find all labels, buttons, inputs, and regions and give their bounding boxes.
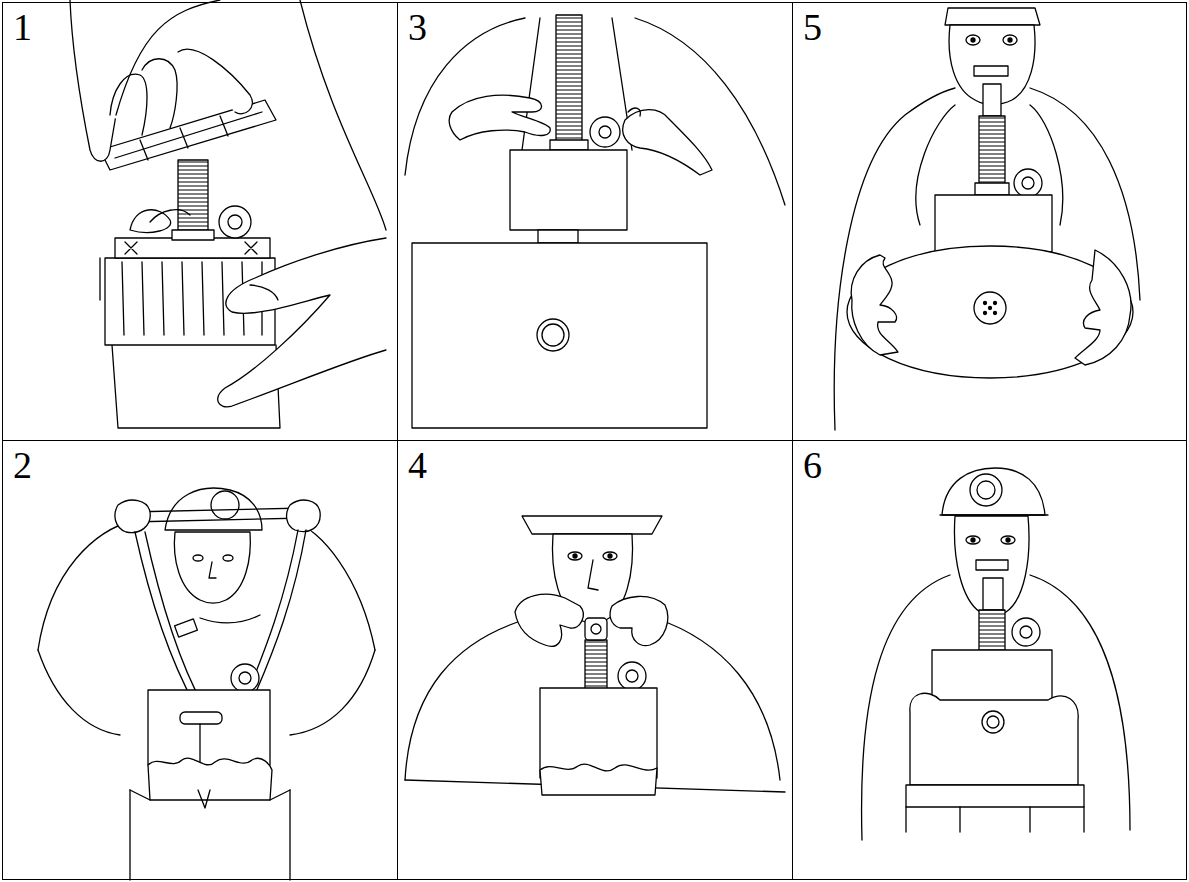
wearing-figure bbox=[862, 468, 1130, 840]
step-panel: 6 bbox=[792, 440, 1187, 880]
step-panel: 5 bbox=[792, 2, 1187, 441]
step-number: 2 bbox=[11, 445, 34, 487]
step-panel: 1 bbox=[2, 2, 398, 441]
bag-figure bbox=[834, 8, 1140, 430]
mouthpiece-figure bbox=[405, 516, 785, 795]
step-panel: 2 bbox=[2, 440, 398, 880]
step-panel: 3 bbox=[397, 2, 793, 441]
step-number: 6 bbox=[801, 445, 824, 487]
opening-case-figure bbox=[70, 0, 386, 428]
step-number: 5 bbox=[801, 7, 824, 49]
strap-figure bbox=[38, 488, 375, 880]
step-number: 3 bbox=[406, 7, 429, 49]
unpacking-figure bbox=[405, 15, 785, 428]
step-panel: 4 bbox=[397, 440, 793, 880]
step-number: 1 bbox=[11, 7, 34, 49]
step-number: 4 bbox=[406, 445, 429, 487]
